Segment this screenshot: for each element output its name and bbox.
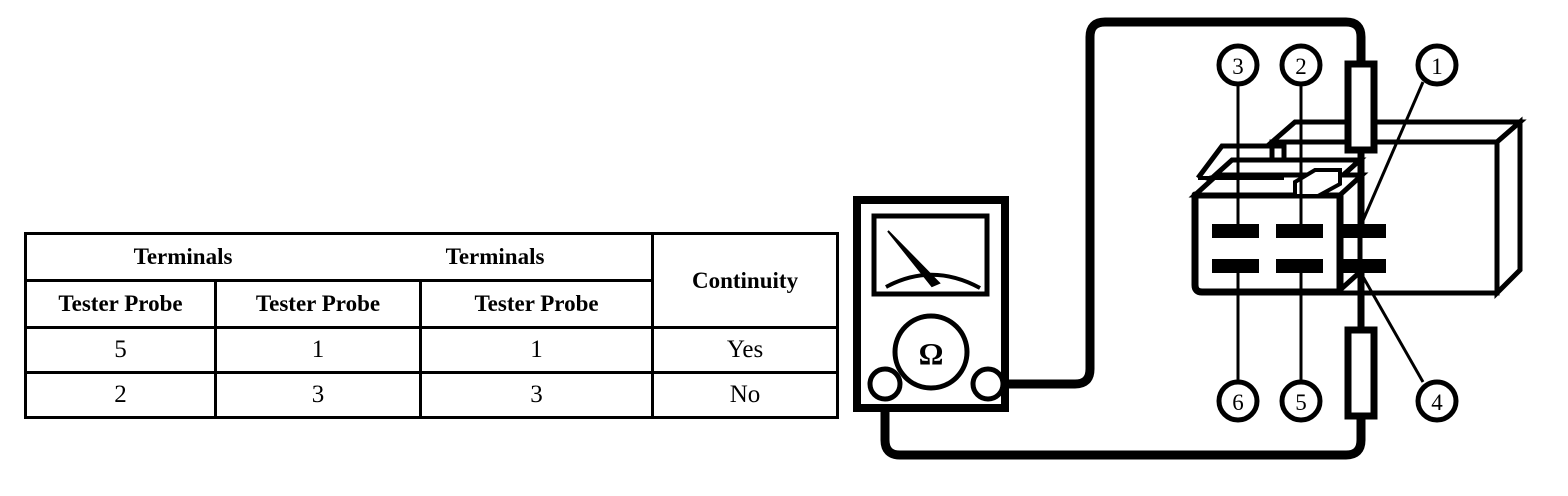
callout-4-label: 4 — [1431, 390, 1443, 415]
meter-needle — [887, 230, 941, 288]
ohm-dial[interactable]: Ω — [892, 313, 970, 391]
table-row: 2 3 3 No — [24, 371, 840, 419]
callout-6: 6 — [1216, 379, 1260, 423]
callout-6-label: 6 — [1232, 390, 1244, 415]
cell-continuity: No — [651, 371, 840, 419]
table-header-group-row: Terminals Terminals Continuity — [23, 232, 840, 329]
terminal-blade-6 — [1212, 259, 1259, 273]
tester-probe-header-1: Tester Probe — [24, 279, 217, 329]
terminals-group-header: Terminals Terminals — [23, 232, 655, 282]
cell-continuity: Yes — [651, 326, 840, 374]
latch-tab — [1293, 168, 1342, 198]
cell-probe-c: 3 — [418, 371, 655, 419]
callout-4: 4 — [1415, 379, 1459, 423]
cell-probe-b: 1 — [214, 326, 422, 374]
cell-probe-a: 2 — [24, 371, 217, 419]
ohm-symbol: Ω — [919, 336, 944, 371]
tester-probe-upper — [1344, 60, 1378, 228]
tester-probe-lower — [1344, 268, 1378, 420]
wire-positive — [988, 17, 1366, 389]
tester-probe-header-3: Tester Probe — [418, 279, 655, 329]
terminals-label-1: Terminals — [133, 244, 233, 269]
callout-3: 3 — [1216, 43, 1260, 87]
tester-probe-header-2: Tester Probe — [214, 279, 422, 329]
callout-1-label: 1 — [1431, 54, 1443, 79]
terminal-blade-3 — [1212, 224, 1259, 238]
callout-5: 5 — [1279, 379, 1323, 423]
callout-2: 2 — [1279, 43, 1323, 87]
callout-1: 1 — [1415, 43, 1459, 87]
terminals-label-2: Terminals — [445, 244, 545, 269]
cell-probe-c: 1 — [418, 326, 655, 374]
callout-3-label: 3 — [1232, 54, 1244, 79]
table-subheader-row: Tester Probe Tester Probe Tester Probe — [24, 279, 838, 329]
callout-2-label: 2 — [1295, 54, 1307, 79]
multimeter: Ω — [853, 196, 1009, 412]
positive-jack[interactable] — [970, 366, 1006, 402]
terminal-blade-1 — [1339, 224, 1386, 238]
terminal-blade-4 — [1339, 259, 1386, 273]
negative-jack[interactable] — [867, 366, 903, 402]
cell-probe-a: 5 — [24, 326, 217, 374]
wire-negative — [880, 384, 1366, 460]
six-pin-connector — [1188, 66, 1527, 388]
callout-5-label: 5 — [1295, 390, 1307, 415]
meter-gauge — [871, 213, 990, 297]
terminal-blade-5 — [1276, 259, 1323, 273]
continuity-test-diagram: Ω — [840, 0, 1568, 496]
cell-probe-b: 3 — [214, 371, 422, 419]
continuity-table: Terminals Terminals Continuity Tester Pr… — [23, 232, 840, 419]
terminal-blade-2 — [1276, 224, 1323, 238]
continuity-header: Continuity — [651, 232, 840, 329]
table-row: 5 1 1 Yes — [24, 326, 840, 374]
